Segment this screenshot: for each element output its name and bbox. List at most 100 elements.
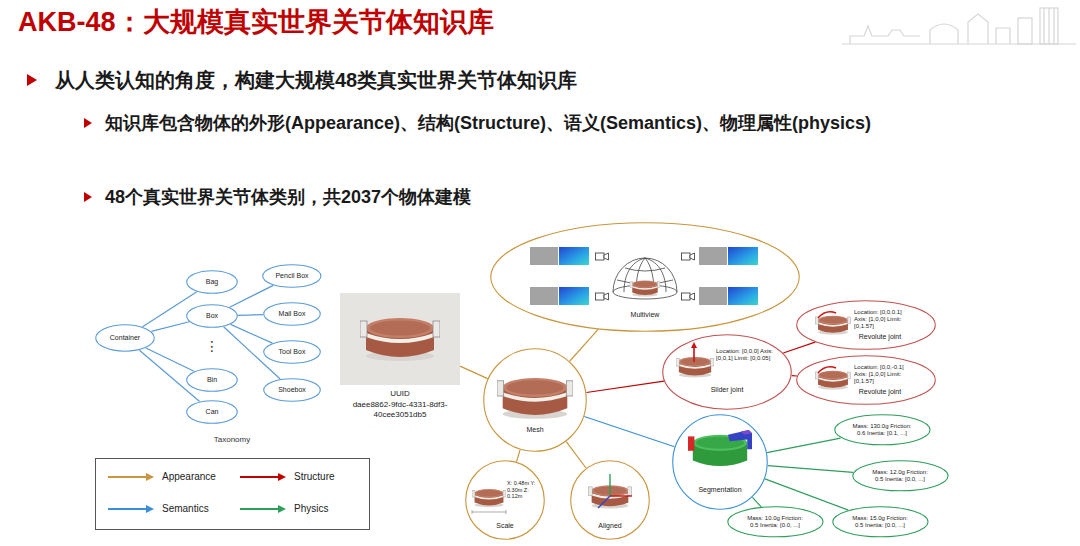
bullet-marker <box>84 192 92 202</box>
connector-line <box>146 348 194 371</box>
sub-bullet-text: 48个真实世界关节体类别，共2037个物体建模 <box>105 184 1040 210</box>
node-label: Mail Box <box>279 310 306 318</box>
node-outline <box>662 334 792 410</box>
connector <box>566 442 586 468</box>
node-text-group: Container <box>110 334 140 342</box>
connector-line <box>566 442 586 468</box>
node-label: Bin <box>207 376 217 384</box>
node-text-group: Shoebox <box>278 386 306 394</box>
taxonomy-ellipse: Box <box>186 304 238 328</box>
node-label: Mass: 12.0g Friction: 0.5 Inertia: [0.0,… <box>870 469 930 483</box>
connector-line <box>765 479 848 510</box>
node-border <box>466 461 545 540</box>
connector-line <box>231 324 273 343</box>
connector-line <box>230 285 274 307</box>
sub-bullet-text: 知识库包含物体的外形(Appearance)、结构(Structure)、语义(… <box>105 110 1040 136</box>
joint-ellipse: Location: [0,0,0] Axis: [0,0,1] Limit: [… <box>662 334 792 410</box>
legend-arrowhead <box>278 505 286 513</box>
node-text-group: Bag <box>206 278 218 286</box>
physics-ellipse: Mass: 10.0g Friction: 0.5 Inertia: [0.0,… <box>727 506 824 538</box>
node-label: Box <box>206 312 218 320</box>
node-label: Location: [0,0,-0.1] Axis: [1,0,0] Limit… <box>854 364 912 386</box>
node-label: Container <box>110 334 140 342</box>
connector-line <box>570 329 598 361</box>
legend-label: Physics <box>294 502 328 516</box>
legend-arrowhead <box>278 473 286 481</box>
node-border <box>727 507 822 537</box>
node-label: Aligned <box>590 522 630 530</box>
node-text-group: Mass: 10.0g Friction: 0.5 Inertia: [0.0,… <box>745 515 805 529</box>
scale-dimension-lines <box>472 510 506 514</box>
connector <box>767 438 841 453</box>
bullet-text: 从人类认知的角度，构建大规模48类真实世界关节体知识库 <box>55 66 1015 95</box>
revolute-object <box>815 316 850 335</box>
legend-label: Appearance <box>162 470 216 484</box>
node-border <box>673 415 768 510</box>
taxonomy-ellipse: Bin <box>186 368 238 392</box>
node-label: Mass: 15.0g Friction: 0.5 Inertia: [0.0,… <box>850 515 910 529</box>
legend-line <box>240 508 280 510</box>
revolute-object <box>815 371 850 390</box>
node-label: Tool Box <box>279 348 306 356</box>
connector <box>230 285 274 307</box>
legend-line <box>240 476 280 478</box>
node-border <box>263 265 321 288</box>
node-label: Pencil Box <box>275 272 308 280</box>
legend-label: Structure <box>294 470 335 484</box>
node-label: Segmentation <box>690 486 750 494</box>
node-label: Multiview <box>615 311 675 319</box>
taxonomy-ellipse: Mail Box <box>263 302 321 326</box>
physics-ellipse: Mass: 12.0g Friction: 0.5 Inertia: [0.0,… <box>852 460 949 492</box>
connector-line <box>783 342 815 353</box>
connector-line <box>752 497 761 506</box>
connector <box>792 375 797 376</box>
node-text-group: Mail Box <box>279 310 306 318</box>
node-text-group: Mass: 130.0g Friction: 0.6 Inertia: [0.1… <box>852 423 912 437</box>
scale-object <box>472 489 506 507</box>
revolute-arc <box>818 367 836 373</box>
taxonomy-ellipse: Shoebox <box>263 378 321 402</box>
node-text-group: Can <box>206 408 219 416</box>
multiview-dome <box>613 258 677 299</box>
connector-line <box>516 450 520 462</box>
connector <box>238 314 263 316</box>
legend-line <box>108 476 148 478</box>
node-border <box>187 401 238 424</box>
node-label: Shoebox <box>278 386 306 394</box>
legend-line <box>108 508 148 510</box>
node-label: Revolute joint <box>850 388 910 396</box>
node-label: Mesh <box>510 426 560 434</box>
connector-line <box>586 381 663 392</box>
connector <box>783 342 815 353</box>
node-border <box>852 461 947 491</box>
node-text-group: Box <box>206 312 218 320</box>
connector-line <box>460 366 488 378</box>
taxonomy-ellipse: Can <box>186 400 238 424</box>
multiview-object <box>630 280 660 296</box>
node-border <box>187 305 238 328</box>
node-label: UUID <box>340 389 460 399</box>
figure-caption: Taxonomy <box>202 434 262 446</box>
connector-line <box>238 314 263 316</box>
node-border <box>264 303 321 326</box>
node-label: Location: [0,0,0.1] Axis: [1,0,0] Limit:… <box>854 309 912 331</box>
node-border <box>571 461 650 540</box>
joint-ellipse: Location: [0,0,0.1] Axis: [1,0,0] Limit:… <box>796 300 936 350</box>
legend-arrowhead <box>146 505 154 513</box>
connector <box>765 479 848 510</box>
node-outline <box>672 414 768 510</box>
slider-object <box>676 357 714 377</box>
node-border <box>797 301 936 350</box>
ellipsis-dots: ⋮ <box>205 336 219 356</box>
connector-line <box>768 466 853 473</box>
slider-axis-arrow <box>691 342 697 362</box>
segmentation-object <box>688 430 752 466</box>
node-text-group: Pencil Box <box>275 272 308 280</box>
object-photo <box>340 293 460 385</box>
connector <box>231 324 273 343</box>
node-border <box>663 335 792 410</box>
node-text-group: Mass: 15.0g Friction: 0.5 Inertia: [0.0,… <box>850 515 910 529</box>
node-label: Revolute joint <box>850 333 910 341</box>
physics-ellipse: Mass: 15.0g Friction: 0.5 Inertia: [0.0,… <box>832 506 929 538</box>
